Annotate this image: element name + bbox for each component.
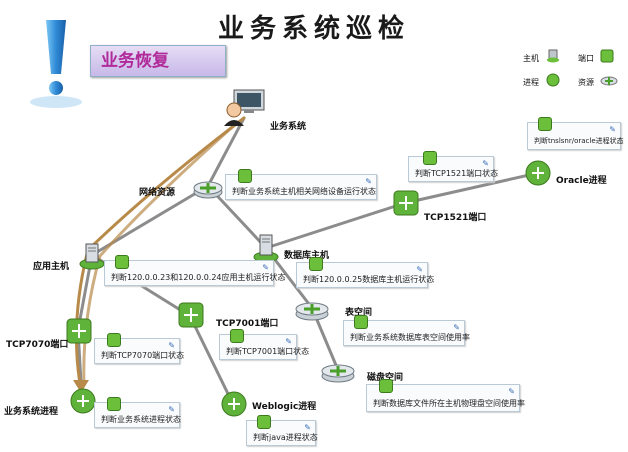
oracle-label: Oracle进程: [556, 176, 607, 186]
legend-process-label: 进程: [523, 78, 539, 87]
check-process-icon: [538, 117, 552, 131]
check-oracle-process[interactable]: ✎ 判断tnslsnr/oracle进程状态: [527, 117, 624, 150]
check-text: 判断TCP1521端口状态: [415, 169, 499, 178]
check-port-icon: [230, 329, 244, 343]
check-resource-icon: [379, 379, 393, 393]
tcp1521-port-icon[interactable]: [393, 190, 419, 216]
app-host-icon[interactable]: [78, 242, 106, 270]
edge-tcp1521-oracle: [403, 171, 540, 205]
weblogic-process-icon[interactable]: [221, 391, 247, 417]
business-process-icon[interactable]: [70, 388, 96, 414]
tablespace-label: 表空间: [345, 308, 373, 318]
pin-icon[interactable]: ✎: [262, 263, 269, 272]
tcp7070-label: TCP7070端口: [6, 340, 69, 350]
check-java-process[interactable]: ✎ 判断java进程状态: [246, 415, 318, 446]
alert-exclamation-icon: [30, 20, 82, 108]
db-host-icon[interactable]: [252, 233, 280, 263]
network-resource-icon[interactable]: [192, 174, 224, 200]
app-host-label: 应用主机: [33, 262, 70, 272]
pin-icon[interactable]: ✎: [365, 177, 372, 186]
check-host-icon: [309, 257, 323, 271]
legend-host-icon: [547, 49, 559, 63]
check-disk[interactable]: ✎ 判断数据库文件所在主机物理盘空间使用率: [366, 379, 525, 412]
trace-arrowhead: [73, 380, 89, 393]
business-process-label: 业务系统进程: [4, 407, 59, 417]
recover-button[interactable]: 业务恢复: [90, 45, 226, 77]
edge-tcp7001-weblogic: [188, 314, 234, 404]
check-text: 判断120.0.0.23和120.0.0.24应用主机运行状态: [111, 273, 286, 282]
disk-space-label: 磁盘空间: [367, 373, 404, 383]
pin-icon[interactable]: ✎: [453, 323, 460, 332]
page-title: 业务系统巡检: [217, 14, 410, 44]
check-text: 判断java进程状态: [253, 433, 318, 442]
pin-icon[interactable]: ✎: [168, 341, 175, 350]
edge-system-network: [206, 116, 246, 188]
business-system-label: 业务系统: [270, 122, 307, 132]
legend-resource-icon: [600, 76, 618, 86]
check-resource-icon: [354, 315, 368, 329]
tcp7001-port-icon[interactable]: [178, 302, 204, 328]
check-process-icon: [107, 397, 121, 411]
check-business-process[interactable]: ✎ 判断业务系统进程状态: [94, 397, 181, 428]
check-tcp7001[interactable]: ✎ 判断TCP7001端口状态: [219, 329, 309, 360]
check-text: 判断120.0.0.25数据库主机运行状态: [303, 275, 435, 284]
check-tcp1521[interactable]: ✎ 判断TCP1521端口状态: [408, 151, 498, 182]
pin-icon[interactable]: ✎: [168, 405, 175, 414]
check-text: 判断业务系统进程状态: [101, 415, 181, 424]
weblogic-label: Weblogic进程: [252, 402, 317, 412]
tcp7001-label: TCP7001端口: [216, 319, 279, 329]
check-db-host[interactable]: ✎ 判断120.0.0.25数据库主机运行状态: [296, 257, 434, 288]
pin-icon[interactable]: ✎: [304, 423, 311, 432]
disk-space-resource-icon[interactable]: [320, 358, 356, 384]
tcp7070-port-icon[interactable]: [66, 318, 92, 344]
check-network[interactable]: ✎ 判断业务系统主机相关网络设备运行状态: [225, 169, 377, 200]
check-text: 判断数据库文件所在主机物理盘空间使用率: [373, 399, 525, 408]
check-port-icon: [107, 333, 121, 347]
pin-icon[interactable]: ✎: [285, 337, 292, 346]
pin-icon[interactable]: ✎: [609, 125, 616, 134]
check-text: 判断业务系统主机相关网络设备运行状态: [232, 187, 376, 196]
tcp1521-label: TCP1521端口: [424, 213, 487, 223]
legend-host-label: 主机: [523, 54, 539, 63]
oracle-process-icon[interactable]: [525, 160, 551, 186]
check-text: 判断tnslsnr/oracle进程状态: [534, 137, 624, 145]
check-process-icon: [257, 415, 271, 429]
edge-dbhost-tcp1521: [264, 201, 407, 250]
legend-process-icon: [546, 73, 560, 87]
legend-port-icon: [600, 49, 614, 63]
legend-port-label: 端口: [578, 54, 594, 63]
check-text: 判断TCP7001端口状态: [226, 347, 310, 356]
check-tablespace[interactable]: ✎ 判断业务系统数据库表空间使用率: [343, 315, 470, 346]
check-host-icon: [115, 255, 129, 269]
check-port-icon: [423, 151, 437, 165]
pin-icon[interactable]: ✎: [416, 265, 423, 274]
check-text: 判断业务系统数据库表空间使用率: [350, 333, 470, 342]
db-host-label: 数据库主机: [284, 251, 330, 261]
check-app-host[interactable]: ✎ 判断120.0.0.23和120.0.0.24应用主机运行状态: [104, 255, 286, 286]
pin-icon[interactable]: ✎: [508, 387, 515, 396]
network-resource-label: 网络资源: [139, 188, 176, 198]
recover-button-label: 业务恢复: [101, 51, 169, 71]
check-resource-icon: [238, 169, 252, 183]
check-text: 判断TCP7070端口状态: [101, 351, 185, 360]
tablespace-resource-icon[interactable]: [294, 296, 330, 322]
legend-resource-label: 资源: [578, 78, 594, 87]
business-system-icon[interactable]: [222, 88, 268, 128]
check-tcp7070[interactable]: ✎ 判断TCP7070端口状态: [94, 333, 184, 364]
pin-icon[interactable]: ✎: [482, 159, 489, 168]
